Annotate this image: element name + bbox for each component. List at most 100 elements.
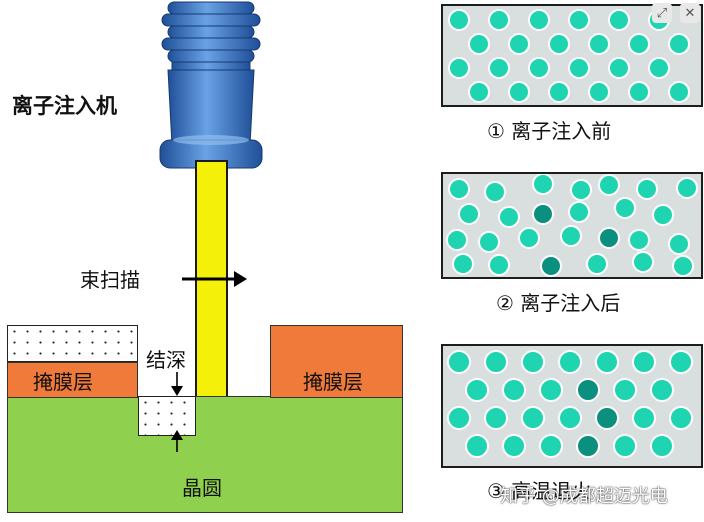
atom bbox=[652, 204, 674, 226]
atom bbox=[650, 434, 674, 458]
panel-3-caption: ③ 高温退火 bbox=[487, 479, 592, 503]
atom bbox=[548, 33, 570, 55]
atom bbox=[548, 81, 570, 103]
atom bbox=[650, 378, 674, 402]
expand-icon: ⤢ bbox=[656, 5, 668, 21]
atom bbox=[668, 33, 690, 55]
atom bbox=[676, 177, 698, 199]
atom bbox=[558, 406, 582, 430]
atom bbox=[613, 378, 637, 402]
junction-depth-label: 结深 bbox=[146, 348, 186, 372]
panel-1-caption: ① 离子注入前 bbox=[487, 119, 612, 143]
lattice-after-implant bbox=[446, 173, 698, 277]
panel-2-caption: ② 离子注入后 bbox=[496, 291, 621, 315]
atom bbox=[484, 350, 508, 374]
atom bbox=[568, 57, 590, 79]
atom bbox=[672, 255, 694, 277]
atom bbox=[448, 9, 470, 31]
close-icon: ✕ bbox=[684, 5, 696, 21]
dopant-atom bbox=[540, 255, 562, 277]
dopant-atom bbox=[598, 227, 620, 249]
wafer bbox=[7, 396, 403, 513]
atom bbox=[446, 229, 468, 251]
atom bbox=[628, 33, 650, 55]
atom bbox=[488, 57, 510, 79]
ion-implantation-diagram: 离子注入机 束扫描 掩膜层 掩膜层 结深 晶圆 bbox=[7, 1, 403, 513]
wafer-label: 晶圆 bbox=[182, 476, 222, 500]
atom bbox=[608, 9, 630, 31]
atom bbox=[586, 253, 608, 275]
atom bbox=[458, 203, 480, 225]
lattice-after-anneal bbox=[447, 350, 693, 458]
atom bbox=[632, 350, 656, 374]
atom bbox=[668, 233, 690, 255]
atom bbox=[447, 406, 471, 430]
junction-depth-arrows-icon bbox=[171, 372, 183, 452]
mask-layer-right bbox=[270, 325, 403, 398]
atom bbox=[669, 406, 693, 430]
ion-implanter-label: 离子注入机 bbox=[12, 94, 117, 118]
ion-beam bbox=[195, 160, 228, 436]
atom bbox=[598, 174, 620, 196]
atom bbox=[488, 9, 510, 31]
dopant-atom bbox=[595, 406, 619, 430]
atom bbox=[484, 181, 506, 203]
atom bbox=[532, 173, 554, 195]
atom bbox=[468, 81, 490, 103]
atom bbox=[669, 350, 693, 374]
dopant-atom bbox=[576, 378, 600, 402]
scan-arrow-icon bbox=[182, 271, 247, 287]
mask-layer-top-left bbox=[7, 325, 138, 362]
atom bbox=[502, 378, 526, 402]
atom bbox=[452, 253, 474, 275]
beam-scan-label: 束扫描 bbox=[80, 268, 140, 292]
lattice-panel-3 bbox=[441, 344, 703, 468]
atom bbox=[568, 201, 590, 223]
atom bbox=[528, 9, 550, 31]
ion-implanter-icon bbox=[159, 1, 263, 169]
atom bbox=[508, 33, 530, 55]
atom bbox=[568, 9, 590, 31]
doped-region bbox=[138, 396, 196, 436]
lattice-panel-2 bbox=[441, 172, 703, 279]
atom bbox=[588, 81, 610, 103]
atom bbox=[518, 227, 540, 249]
atom bbox=[608, 57, 630, 79]
mask-layer-left bbox=[7, 362, 138, 398]
atom bbox=[628, 229, 650, 251]
atom bbox=[521, 350, 545, 374]
atom bbox=[613, 434, 637, 458]
atom bbox=[632, 251, 654, 273]
atom bbox=[484, 406, 508, 430]
atom bbox=[521, 406, 545, 430]
atom bbox=[502, 434, 526, 458]
watermark: 知乎 @成都超迈光电 bbox=[500, 486, 668, 507]
atom bbox=[632, 406, 656, 430]
atom bbox=[558, 350, 582, 374]
atom bbox=[539, 378, 563, 402]
atom bbox=[465, 378, 489, 402]
atom bbox=[648, 57, 670, 79]
atom bbox=[448, 178, 470, 200]
close-button[interactable]: ✕ bbox=[680, 3, 700, 23]
atom bbox=[595, 350, 619, 374]
expand-button[interactable]: ⤢ bbox=[652, 3, 672, 23]
atom bbox=[560, 225, 582, 247]
atom bbox=[465, 434, 489, 458]
atom bbox=[528, 57, 550, 79]
atom bbox=[448, 57, 470, 79]
atom bbox=[614, 197, 636, 219]
atom bbox=[628, 81, 650, 103]
atom bbox=[498, 206, 520, 228]
atom bbox=[447, 350, 471, 374]
atom bbox=[468, 33, 490, 55]
dopant-atom bbox=[576, 434, 600, 458]
atom bbox=[508, 81, 530, 103]
mask-layer-left-label: 掩膜层 bbox=[33, 370, 93, 394]
dopant-atom bbox=[532, 203, 554, 225]
atom bbox=[588, 33, 610, 55]
atom bbox=[478, 231, 500, 253]
mask-layer-right-label: 掩膜层 bbox=[303, 370, 363, 394]
atom bbox=[488, 254, 510, 276]
atom bbox=[636, 178, 658, 200]
